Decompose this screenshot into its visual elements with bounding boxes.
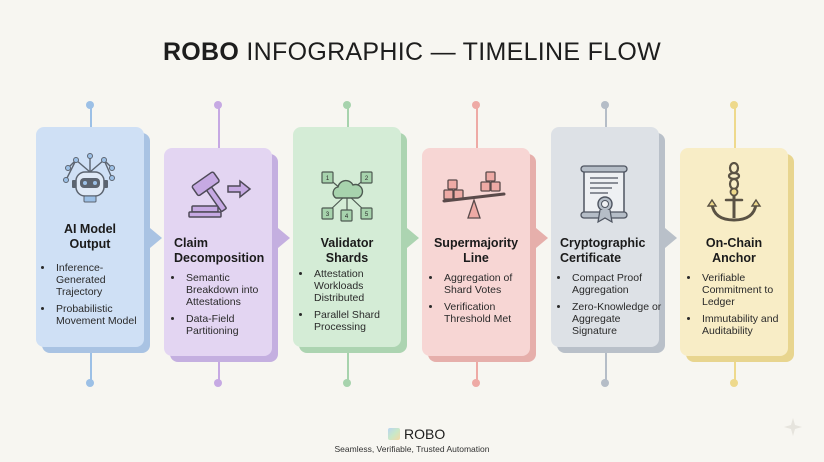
step-heading-5: Cryptographic Certificate	[560, 236, 646, 265]
step-heading-4: Supermajority Line	[433, 236, 519, 265]
step-bullets-6: Verifiable Commitment to Ledger Immutabi…	[690, 272, 796, 342]
list-item: Probabilistic Movement Model	[54, 303, 150, 327]
list-item: Compact Proof Aggregation	[570, 272, 666, 296]
footer-tagline: Seamless, Verifiable, Trusted Automation	[334, 444, 490, 454]
list-item: Attestation Workloads Distributed	[312, 268, 404, 304]
step-bullets-1: Inference-Generated Trajectory Probabili…	[44, 262, 150, 332]
connector-top-3	[347, 108, 349, 128]
list-item: Data-Field Partitioning	[184, 313, 274, 337]
flow-arrow-3	[407, 228, 419, 248]
svg-text:2: 2	[365, 176, 369, 182]
title-brand: ROBO	[162, 38, 240, 66]
node-dot-top-6	[730, 101, 738, 109]
step-card-5	[551, 127, 659, 347]
list-item: Semantic Breakdown into Attestations	[184, 272, 274, 308]
svg-text:1: 1	[326, 176, 330, 182]
list-item: Inference-Generated Trajectory	[54, 262, 150, 298]
gavel-arrow-icon	[188, 171, 252, 218]
connector-top-2	[218, 108, 220, 150]
cloud-shards-icon: 1 2 3 4 5	[321, 171, 373, 222]
robot-head-network-icon	[63, 153, 115, 203]
sparkle-icon	[784, 418, 802, 436]
node-dot-bottom-3	[343, 379, 351, 387]
node-dot-top-1	[86, 101, 94, 109]
node-dot-top-3	[343, 101, 351, 109]
step-bullets-3: Attestation Workloads Distributed Parall…	[302, 268, 404, 338]
brand-logo-icon	[388, 428, 400, 440]
step-heading-1: AI Model Output	[63, 222, 117, 251]
list-item: Verification Threshold Met	[442, 301, 534, 325]
list-item: Zero-Knowledge or Aggregate Signature	[570, 301, 666, 337]
connector-bottom-3	[347, 352, 349, 380]
svg-text:4: 4	[345, 214, 349, 220]
step-heading-3: Validator Shards	[320, 236, 374, 265]
node-dot-bottom-6	[730, 379, 738, 387]
chain-anchor-icon	[706, 162, 762, 222]
list-item: Verifiable Commitment to Ledger	[700, 272, 796, 308]
node-dot-bottom-1	[86, 379, 94, 387]
step-heading-6: On-Chain Anchor	[705, 236, 763, 265]
svg-text:5: 5	[365, 212, 369, 218]
connector-bottom-4	[476, 362, 478, 380]
connector-top-5	[605, 108, 607, 128]
connector-top-4	[476, 108, 478, 150]
flow-arrow-5	[665, 228, 677, 248]
node-dot-top-4	[472, 101, 480, 109]
connector-top-6	[734, 108, 736, 150]
connector-bottom-6	[734, 362, 736, 380]
step-bullets-4: Aggregation of Shard Votes Verification …	[432, 272, 534, 330]
node-dot-bottom-4	[472, 379, 480, 387]
certificate-scroll-icon	[580, 165, 628, 224]
connector-bottom-5	[605, 352, 607, 380]
node-dot-bottom-5	[601, 379, 609, 387]
footer-brand: ROBO	[404, 426, 446, 442]
step-heading-2: Claim Decomposition	[174, 236, 265, 265]
connector-bottom-2	[218, 362, 220, 380]
list-item: Immutability and Auditability	[700, 313, 796, 337]
step-card-4	[422, 148, 530, 356]
node-dot-top-5	[601, 101, 609, 109]
step-card-3	[293, 127, 401, 347]
flow-arrow-1	[150, 228, 162, 248]
svg-text:3: 3	[326, 212, 330, 218]
step-card-6	[680, 148, 788, 356]
page-title: ROBO INFOGRAPHIC — TIMELINE FLOW	[0, 38, 824, 67]
step-bullets-2: Semantic Breakdown into Attestations Dat…	[174, 272, 274, 342]
flow-arrow-2	[278, 228, 290, 248]
balance-blocks-icon	[442, 171, 506, 219]
node-dot-top-2	[214, 101, 222, 109]
title-rest: INFOGRAPHIC — TIMELINE FLOW	[246, 38, 662, 66]
step-bullets-5: Compact Proof Aggregation Zero-Knowledge…	[560, 272, 666, 342]
flow-arrow-4	[536, 228, 548, 248]
list-item: Aggregation of Shard Votes	[442, 272, 534, 296]
list-item: Parallel Shard Processing	[312, 309, 404, 333]
connector-top-1	[90, 108, 92, 128]
connector-bottom-1	[90, 352, 92, 380]
node-dot-bottom-2	[214, 379, 222, 387]
